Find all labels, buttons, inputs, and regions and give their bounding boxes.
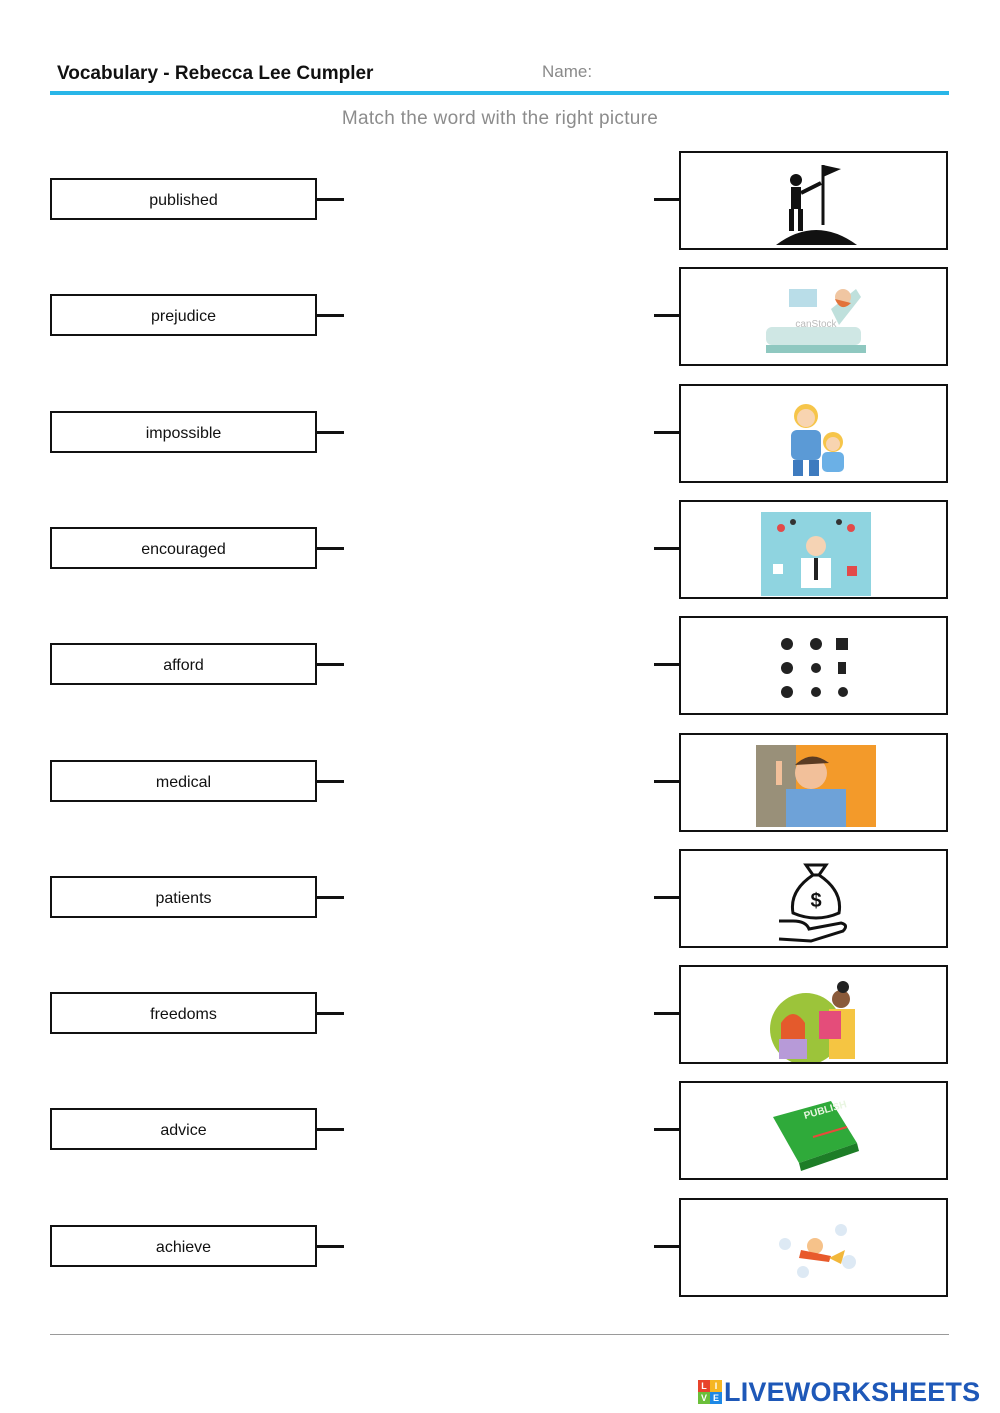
connector-stub-left[interactable]: [317, 1128, 344, 1131]
picture-box-1[interactable]: [679, 151, 948, 250]
word-box-patients[interactable]: patients: [50, 876, 317, 918]
word-label: afford: [163, 657, 204, 674]
connector-stub-right[interactable]: [654, 547, 680, 550]
word-box-afford[interactable]: afford: [50, 643, 317, 685]
connector-stub-left[interactable]: [317, 314, 344, 317]
liveworksheets-logo: L I V E LIVEWORKSHEETS: [698, 1377, 980, 1407]
connector-stub-left[interactable]: [317, 198, 344, 201]
connector-stub-right[interactable]: [654, 1245, 680, 1248]
picture-box-5[interactable]: [679, 616, 948, 715]
word-box-advice[interactable]: advice: [50, 1108, 317, 1150]
connector-stub-left[interactable]: [317, 663, 344, 666]
afford-money-bag-icon: $: [773, 859, 859, 945]
worksheet-title: Vocabulary - Rebecca Lee Cumpler: [57, 63, 374, 84]
connector-stub-right[interactable]: [654, 1128, 680, 1131]
word-label: advice: [160, 1122, 207, 1139]
connector-stub-right[interactable]: [654, 431, 680, 434]
patient-in-hospital-bed-image: canStock: [761, 279, 871, 364]
word-label: medical: [155, 774, 212, 791]
picture-box-6[interactable]: [679, 733, 948, 832]
word-box-medical[interactable]: medical: [50, 760, 317, 802]
connector-stub-right[interactable]: [654, 663, 680, 666]
word-label: published: [149, 192, 218, 209]
word-box-prejudice[interactable]: prejudice: [50, 294, 317, 336]
word-box-published[interactable]: published: [50, 178, 317, 220]
freedoms-icons-image: [776, 628, 856, 708]
logo-mark-icon: L I V E: [698, 1380, 722, 1404]
connector-stub-right[interactable]: [654, 314, 680, 317]
picture-box-7[interactable]: $: [679, 849, 948, 948]
word-box-achieve[interactable]: achieve: [50, 1225, 317, 1267]
picture-box-2[interactable]: canStock: [679, 267, 948, 366]
picture-box-4[interactable]: [679, 500, 948, 599]
svg-text:$: $: [810, 890, 821, 912]
word-box-encouraged[interactable]: encouraged: [50, 527, 317, 569]
connector-stub-left[interactable]: [317, 547, 344, 550]
picture-box-3[interactable]: [679, 384, 948, 483]
word-label: impossible: [145, 425, 222, 442]
published-book-image: PUBLISH: [761, 1093, 871, 1178]
name-label: Name:: [542, 62, 593, 81]
header-divider: [50, 91, 949, 95]
connector-stub-left[interactable]: [317, 1245, 344, 1248]
word-label: encouraged: [141, 541, 226, 558]
word-label: freedoms: [150, 1006, 217, 1023]
connector-stub-left[interactable]: [317, 1012, 344, 1015]
connector-stub-left[interactable]: [317, 896, 344, 899]
connector-stub-right[interactable]: [654, 198, 680, 201]
word-box-freedoms[interactable]: freedoms: [50, 992, 317, 1034]
word-label: achieve: [155, 1239, 212, 1256]
word-label: patients: [155, 890, 212, 907]
picture-box-9[interactable]: PUBLISH: [679, 1081, 948, 1180]
picture-box-8[interactable]: [679, 965, 948, 1064]
impossible-flying-child-image: [771, 1214, 861, 1294]
word-box-impossible[interactable]: impossible: [50, 411, 317, 453]
prejudice-whisper-image: [756, 745, 876, 827]
parent-child-advice-image: [776, 398, 856, 478]
connector-stub-right[interactable]: [654, 780, 680, 783]
connector-stub-left[interactable]: [317, 431, 344, 434]
connector-stub-left[interactable]: [317, 780, 344, 783]
achieve-icon: [773, 161, 859, 247]
footer-divider: [50, 1334, 949, 1335]
svg-text:canStock: canStock: [795, 319, 837, 330]
connector-stub-right[interactable]: [654, 896, 680, 899]
logo-text: LIVEWORKSHEETS: [724, 1376, 981, 1407]
picture-box-10[interactable]: [679, 1198, 948, 1297]
instruction-text: Match the word with the right picture: [341, 108, 659, 129]
encouraged-teacher-student-image: [761, 977, 871, 1062]
word-label: prejudice: [151, 308, 216, 325]
medical-doctor-icons-image: [761, 512, 871, 596]
connector-stub-right[interactable]: [654, 1012, 680, 1015]
